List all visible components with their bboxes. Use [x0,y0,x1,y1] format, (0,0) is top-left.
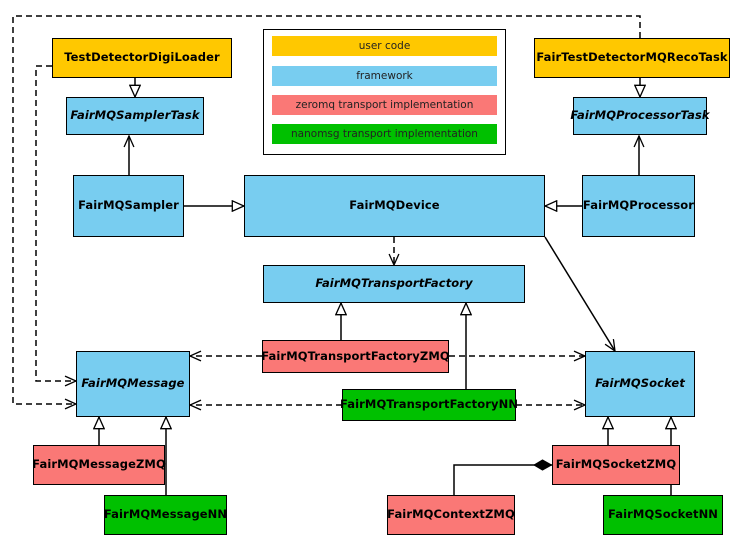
node-label: FairMQSocketZMQ [555,457,677,472]
node-fair-mq-transport-factory-nn[interactable]: FairMQTransportFactoryNN [339,389,519,421]
node-fair-mq-processor-task[interactable]: FairMQProcessorTask [570,97,710,135]
legend-item-nanomsg: nanomsg transport implementation [272,124,497,144]
node-fair-test-detector-mq-reco-task[interactable]: FairTestDetectorMQRecoTask [534,38,730,78]
node-fair-mq-sampler[interactable]: FairMQSampler [73,175,184,237]
node-fair-mq-message[interactable]: FairMQMessage [76,351,190,417]
legend-label: framework [356,70,413,82]
node-fair-mq-context-zmq[interactable]: FairMQContextZMQ [387,495,515,535]
node-label: FairMQSocket [595,376,685,391]
node-label: FairMQSocketNN [607,507,719,522]
legend-item-user-code: user code [272,36,497,56]
node-label: FairMQSampler [78,198,179,213]
node-label: FairMQMessageNN [103,507,228,522]
node-fair-mq-transport-factory-zmq[interactable]: FairMQTransportFactoryZMQ [261,340,450,373]
node-label: FairMQProcessorTask [570,108,710,123]
node-label: FairMQSamplerTask [70,108,200,123]
edge-device-socket [544,236,615,351]
legend-label: zeromq transport implementation [295,99,474,111]
node-fair-mq-socket[interactable]: FairMQSocket [585,351,695,417]
node-label: TestDetectorDigiLoader [64,50,220,65]
node-fair-mq-message-zmq[interactable]: FairMQMessageZMQ [32,445,166,485]
edge-contextzmq-socketzmq [453,459,553,495]
node-label: FairMQTransportFactoryNN [339,397,519,412]
legend-label: user code [358,40,411,52]
node-fair-mq-sampler-task[interactable]: FairMQSamplerTask [66,97,204,135]
node-label: FairMQTransportFactory [315,276,473,291]
node-label: FairMQDevice [349,198,440,213]
node-label: FairMQProcessor [582,198,695,213]
node-label: FairMQTransportFactoryZMQ [261,348,450,363]
node-label: FairMQContextZMQ [387,507,515,522]
node-fair-mq-device[interactable]: FairMQDevice [244,175,545,237]
node-fair-mq-socket-zmq[interactable]: FairMQSocketZMQ [552,445,680,485]
edge-recotask-message [12,15,641,404]
legend-item-framework: framework [272,66,497,86]
node-fair-mq-transport-factory[interactable]: FairMQTransportFactory [263,265,525,303]
node-test-detector-digi-loader[interactable]: TestDetectorDigiLoader [52,38,232,78]
node-fair-mq-processor[interactable]: FairMQProcessor [582,175,695,237]
node-fair-mq-socket-nn[interactable]: FairMQSocketNN [603,495,723,535]
edge-digiloader-message [35,65,76,381]
node-label: FairMQMessage [81,376,185,391]
legend-item-zeromq: zeromq transport implementation [272,95,497,115]
node-fair-mq-message-nn[interactable]: FairMQMessageNN [104,495,227,535]
legend-label: nanomsg transport implementation [291,128,478,140]
node-label: FairTestDetectorMQRecoTask [536,50,728,65]
node-label: FairMQMessageZMQ [32,457,166,472]
